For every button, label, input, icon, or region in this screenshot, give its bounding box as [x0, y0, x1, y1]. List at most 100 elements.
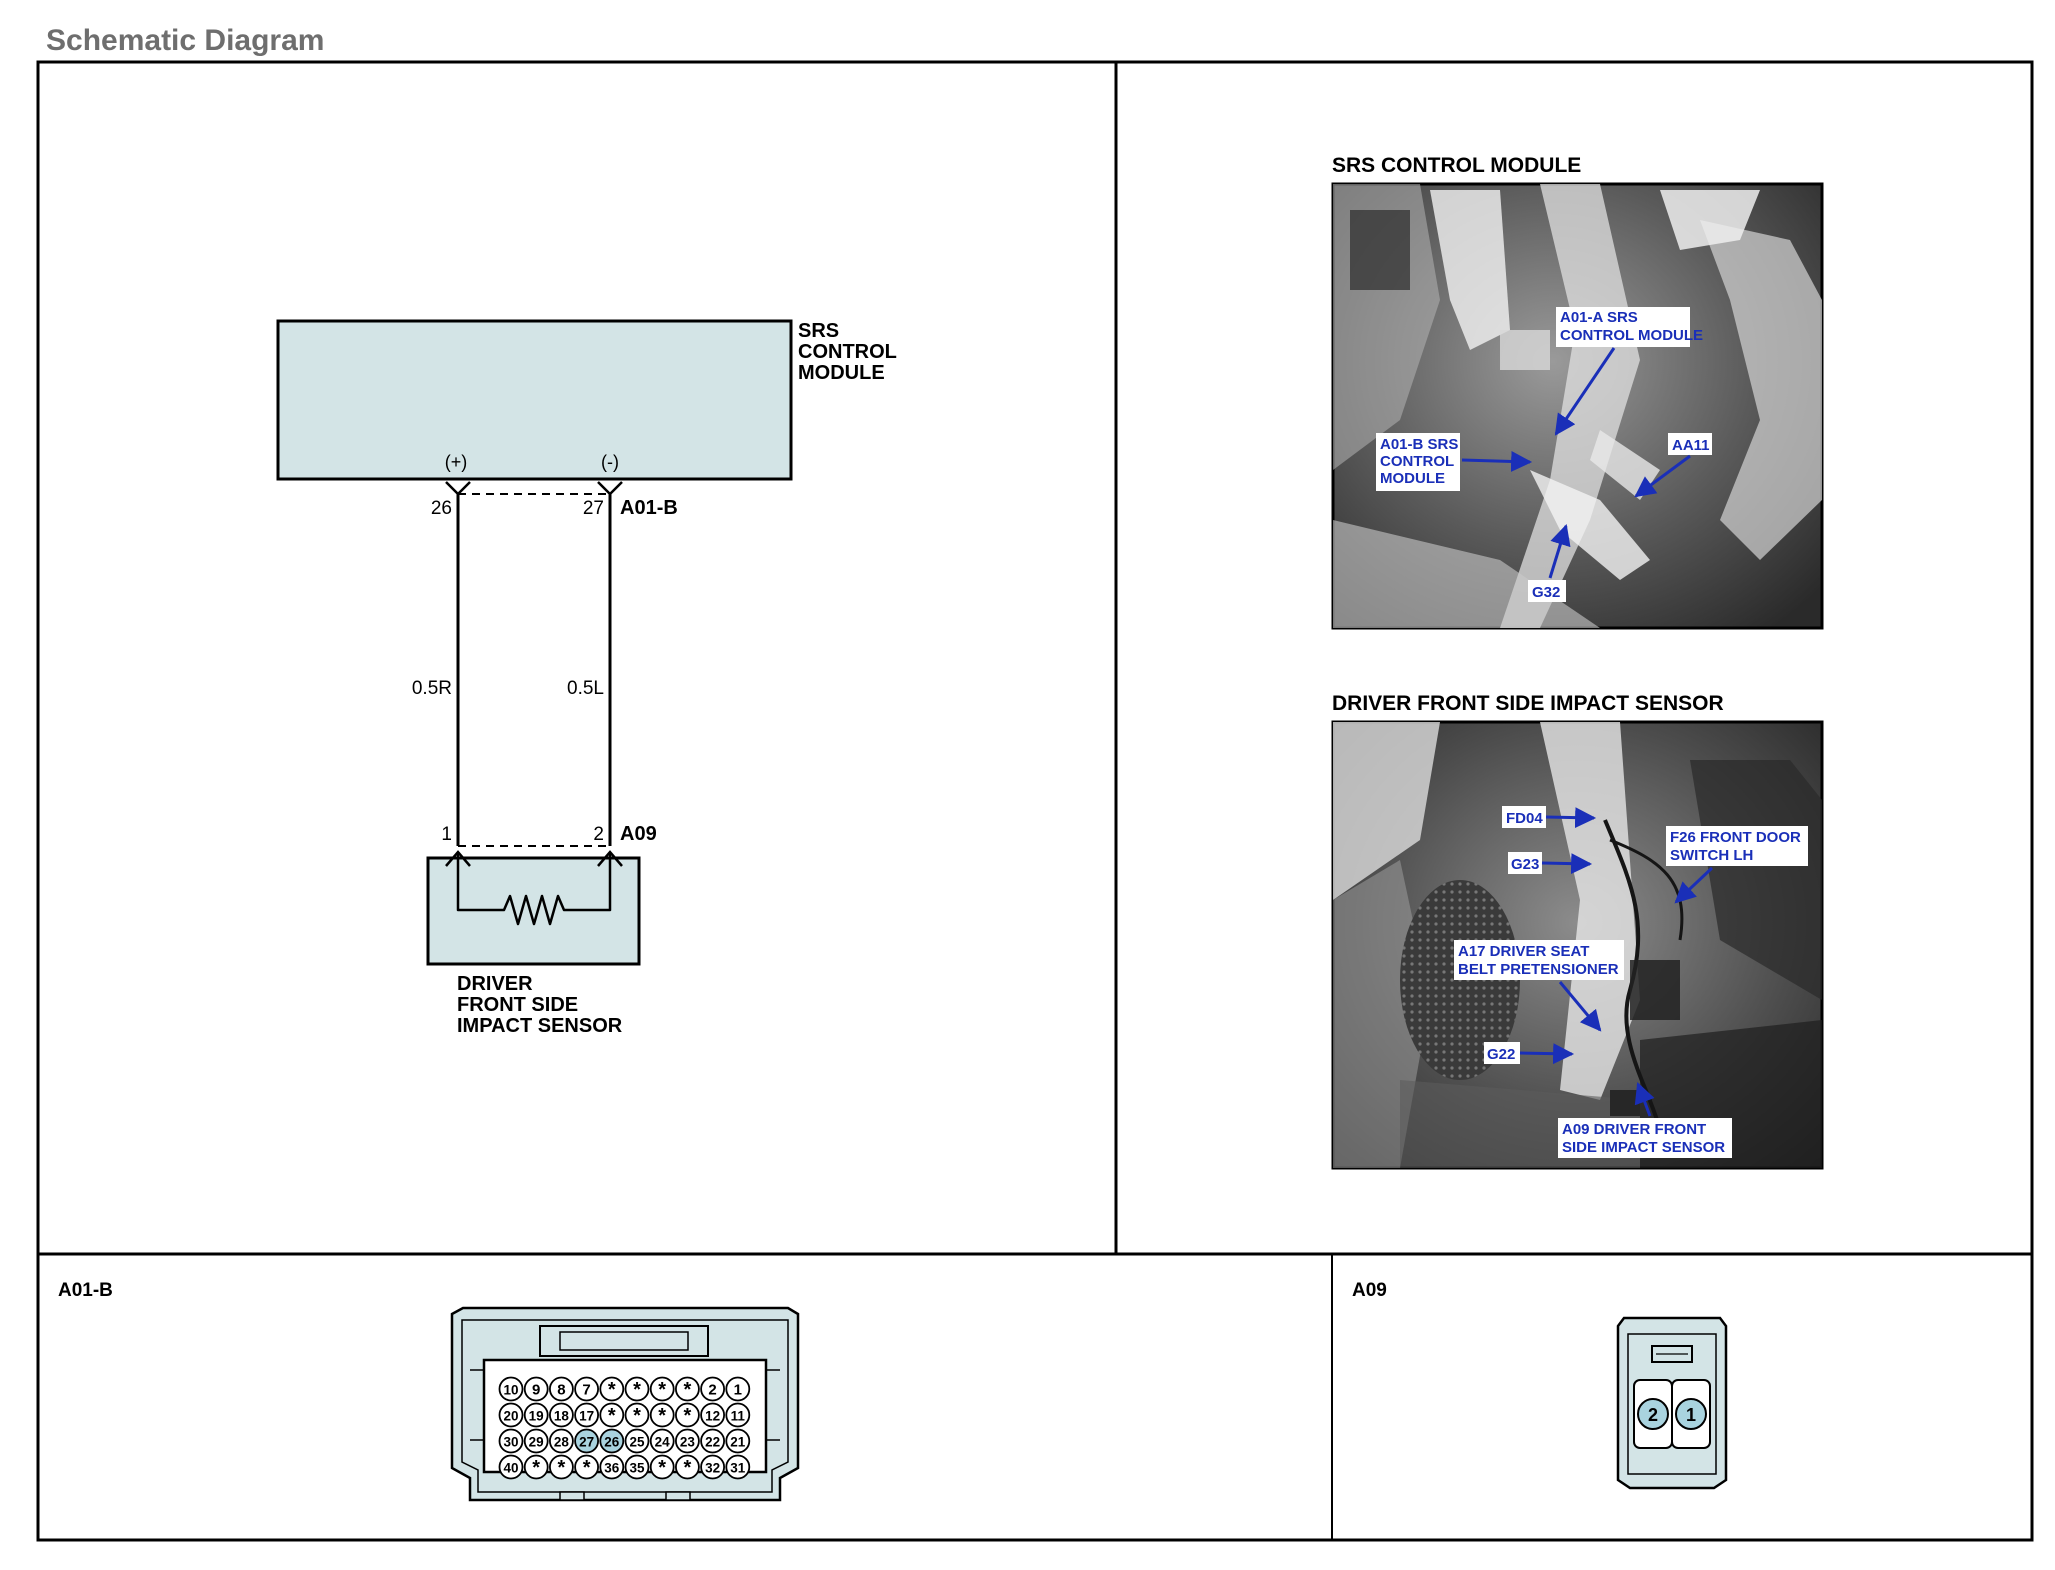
module-label-line2: CONTROL: [798, 341, 897, 363]
a01b-pin-number: 17: [579, 1409, 594, 1424]
callout-aa11: AA11: [1672, 437, 1710, 454]
pos-marker: (+): [445, 452, 468, 472]
neg-marker: (-): [601, 452, 619, 472]
a01b-pin-number: 18: [554, 1409, 570, 1424]
sensor-resistor: [456, 852, 612, 926]
a09-pin-cavity: [1675, 1398, 1707, 1430]
a01b-pin-cavity: [523, 1454, 549, 1480]
pin-1-label: 1: [441, 824, 452, 845]
a01b-pin-cavity: [498, 1402, 524, 1428]
a01b-pin-number: 22: [705, 1435, 720, 1450]
a01b-pin-number: 29: [529, 1435, 544, 1450]
a01b-pin-number: *: [608, 1405, 616, 1427]
a01b-pin-number: 8: [557, 1382, 565, 1399]
a01b-pin-cavity: [700, 1402, 725, 1428]
a01b-pin-cavity: [599, 1428, 625, 1454]
terminal-27: [597, 481, 623, 496]
a01b-pin-number: *: [684, 1405, 692, 1427]
pin-27-label: 27: [583, 498, 604, 519]
a01b-pin-number: *: [658, 1405, 666, 1427]
a01b-pin-cavity: [523, 1376, 549, 1402]
a01b-pin-number: 24: [655, 1435, 671, 1450]
a01b-pin-cavity: [523, 1428, 549, 1454]
callout-g32: G32: [1532, 584, 1560, 601]
a01b-pin-number: 32: [705, 1461, 720, 1476]
a01b-pin-cavity: [649, 1402, 675, 1428]
pin-2-label: 2: [593, 824, 604, 845]
callout-f26-line1: F26 FRONT DOOR: [1670, 829, 1801, 846]
page-title: Schematic Diagram: [46, 24, 325, 57]
callout-a01b-line3: MODULE: [1380, 470, 1445, 487]
callout-f26-line2: SWITCH LH: [1670, 847, 1753, 864]
a01b-pin-cavity: [549, 1402, 574, 1428]
a01b-pin-cavity: [725, 1454, 751, 1480]
a01b-pin-number: *: [658, 1457, 666, 1479]
a01b-pin-number: 28: [554, 1435, 570, 1450]
a01b-pin-cavity: [574, 1402, 599, 1428]
a01b-pin-number: 27: [579, 1435, 594, 1450]
a01b-pin-number: *: [583, 1457, 591, 1479]
callout-a01a-line2: CONTROL MODULE: [1560, 327, 1703, 344]
a01b-pin-number: 40: [503, 1461, 518, 1476]
a01b-pin-number: 25: [629, 1435, 645, 1450]
a01b-pin-number: 11: [731, 1409, 746, 1424]
module-label-line1: SRS: [798, 320, 839, 342]
a01b-pin-cavity: [649, 1454, 675, 1480]
a09-pin-cavity: [1637, 1398, 1669, 1430]
a01b-pin-number: 30: [503, 1435, 518, 1450]
callout-fd04: FD04: [1506, 810, 1543, 827]
a01b-pin-number: 36: [604, 1461, 620, 1476]
a01b-pin-cavity: [599, 1376, 625, 1402]
a09-connector-label: A09: [620, 823, 657, 845]
callout-g22: G22: [1487, 1046, 1515, 1063]
a01b-pin-cavity: [549, 1376, 574, 1402]
a01b-pin-number: *: [684, 1457, 692, 1479]
a01b-pin-number: *: [532, 1457, 540, 1479]
a01b-pin-number: 23: [680, 1435, 696, 1450]
connector-a01b-title: A01-B: [58, 1280, 113, 1301]
a01b-pin-cavity: [725, 1376, 751, 1402]
srs-photo: A01-A SRS CONTROL MODULE A01-B SRS CONTR…: [1331, 182, 1824, 630]
a01b-pin-cavity: [599, 1454, 625, 1480]
callout-a01b-line2: CONTROL: [1380, 453, 1454, 470]
a01b-pin-number: *: [558, 1457, 566, 1479]
a01b-pin-number: 20: [503, 1409, 518, 1424]
a01b-pin-cavity: [700, 1428, 725, 1454]
a01b-pin-cavity: [725, 1402, 751, 1428]
a01b-pin-number: 2: [708, 1382, 716, 1399]
a01b-pin-cavity: [574, 1454, 599, 1480]
a01b-pin-cavity: [624, 1402, 650, 1428]
callout-a17-line1: A17 DRIVER SEAT: [1458, 943, 1589, 960]
a01b-pin-cavity: [624, 1454, 650, 1480]
callout-g23: G23: [1511, 856, 1539, 873]
callout-a17-line2: BELT PRETENSIONER: [1458, 961, 1619, 978]
a01b-pin-cavity: [725, 1428, 751, 1454]
callout-a09-line2: SIDE IMPACT SENSOR: [1562, 1139, 1725, 1156]
a01b-pin-number: 7: [582, 1382, 590, 1399]
pin-26-label: 26: [431, 498, 452, 519]
a01b-pin-number: *: [684, 1379, 692, 1401]
a01b-pin-cavity: [649, 1428, 675, 1454]
a01b-pin-number: 26: [604, 1435, 620, 1450]
a01b-pin-number: 21: [730, 1435, 746, 1450]
srs-photo-title: SRS CONTROL MODULE: [1332, 154, 1581, 177]
a01b-pin-cavity: [498, 1454, 524, 1480]
a01b-pin-cavity: [549, 1428, 574, 1454]
a01b-pin-number: *: [658, 1379, 666, 1401]
a01b-pin-cavity: [675, 1454, 700, 1480]
a09-pin-number: 1: [1686, 1405, 1696, 1425]
a01b-pin-number: 1: [734, 1382, 742, 1399]
a01b-pin-cavity: [624, 1376, 650, 1402]
module-label-line3: MODULE: [798, 362, 885, 384]
a01b-pin-cavity: [599, 1402, 625, 1428]
a09-pin-number: 2: [1648, 1405, 1658, 1425]
callout-a09-line1: A09 DRIVER FRONT: [1562, 1121, 1706, 1138]
a01b-pin-number: *: [608, 1379, 616, 1401]
a01b-pin-number: 35: [629, 1461, 645, 1476]
a01b-pin-cavity: [523, 1402, 549, 1428]
wiring-schematic: SRS CONTROL MODULE (+) (-) 26 27 A01-B 0…: [276, 319, 897, 1037]
a01b-pin-cavity: [675, 1376, 700, 1402]
